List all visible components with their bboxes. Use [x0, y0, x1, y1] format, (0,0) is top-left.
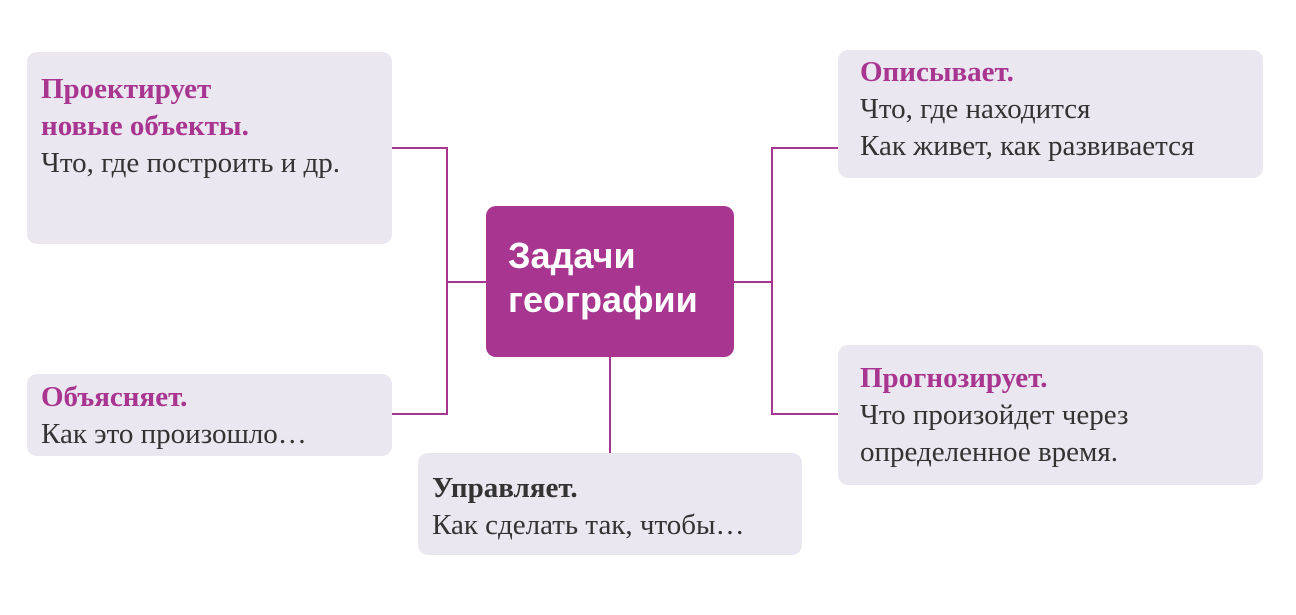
connector	[446, 281, 486, 283]
connector	[734, 281, 772, 283]
node-text: Как живет, как развивается	[860, 130, 1195, 162]
connector	[392, 147, 448, 149]
node-text: Как сделать так, чтобы…	[432, 509, 745, 541]
connector	[609, 357, 611, 453]
node-text: Что произойдет через	[860, 399, 1129, 431]
connector	[392, 413, 448, 415]
node-forecasts: Прогнозирует. Что произойдет через опред…	[838, 345, 1263, 485]
center-line2: географии	[508, 279, 698, 320]
node-title: Объясняет.	[41, 381, 188, 413]
node-text: определенное время.	[860, 436, 1118, 468]
node-describes: Описывает. Что, где находится Как живет,…	[838, 50, 1263, 178]
node-text: Что, где находится	[860, 93, 1091, 125]
node-title: Прогнозирует.	[860, 362, 1048, 394]
node-designs: Проектирует новые объекты. Что, где пост…	[27, 52, 392, 244]
connector	[771, 147, 838, 149]
center-line1: Задачи	[508, 235, 636, 276]
node-explains: Объясняет. Как это произошло…	[27, 374, 392, 456]
connector	[771, 413, 838, 415]
node-title: новые объекты.	[41, 110, 249, 142]
node-text: Что, где построить и др.	[41, 147, 341, 179]
node-manages: Управляет. Как сделать так, чтобы…	[418, 453, 802, 555]
node-title: Проектирует	[41, 73, 212, 105]
connector	[771, 147, 773, 415]
node-text: Как это произошло…	[41, 418, 307, 450]
node-title: Описывает.	[860, 56, 1014, 88]
node-title: Управляет.	[432, 472, 578, 504]
central-node: Задачи географии	[486, 206, 734, 357]
